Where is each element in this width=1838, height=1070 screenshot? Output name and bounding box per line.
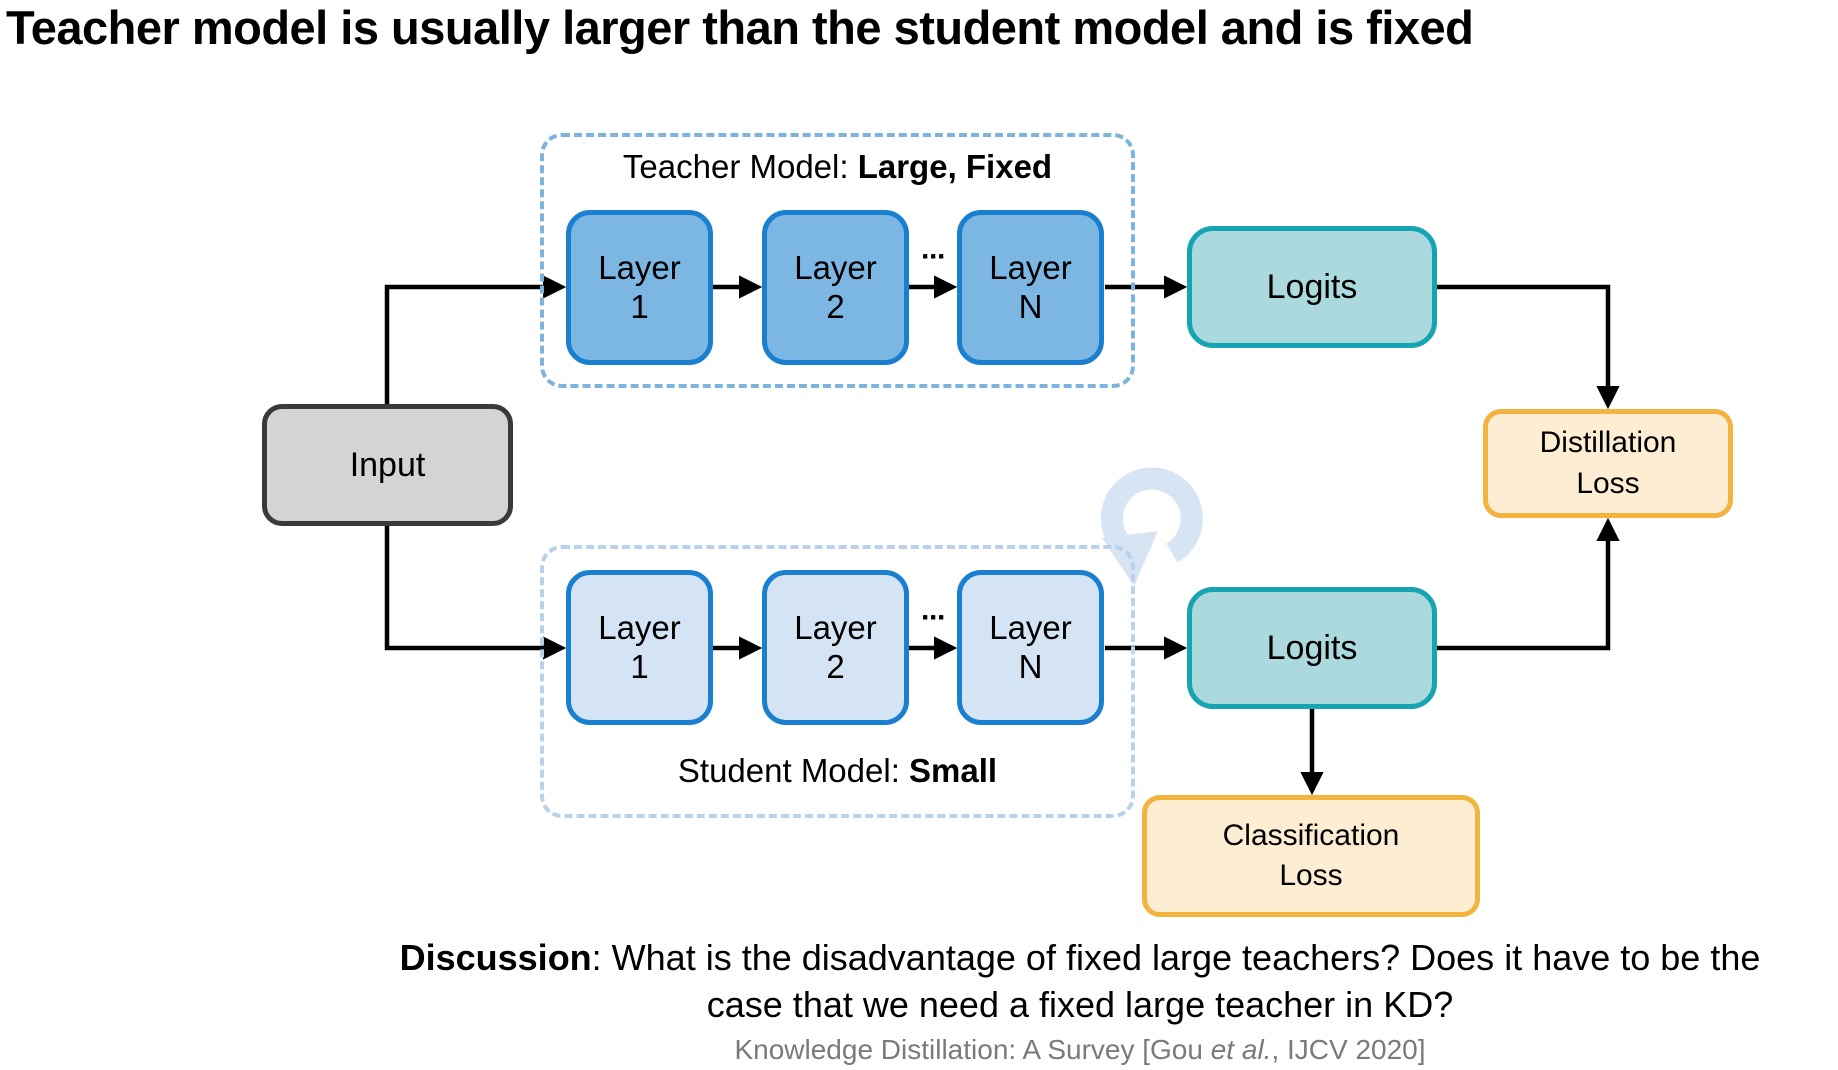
- teacher-model-title: Teacher Model: Large, Fixed: [540, 148, 1135, 186]
- discussion-line-1: Discussion: What is the disadvantage of …: [330, 934, 1830, 981]
- teacher-logits-label: Logits: [1266, 267, 1358, 306]
- citation-suffix: , IJCV 2020]: [1271, 1034, 1426, 1065]
- teacher-layer-N: Layer N: [957, 210, 1104, 365]
- classification-loss-line2: Loss: [1279, 859, 1343, 892]
- teacher-logits-node: Logits: [1187, 226, 1437, 348]
- distillation-loss-line2: Loss: [1576, 466, 1640, 500]
- student-ellipsis: ···: [921, 601, 947, 634]
- teacher-layer-2-label: Layer: [794, 248, 877, 286]
- student-layer-N-label: Layer: [989, 608, 1072, 646]
- distillation-loss-line1: Distillation: [1539, 426, 1677, 459]
- teacher-layer-2: Layer 2: [762, 210, 909, 365]
- teacher-layer-2-index: 2: [826, 287, 845, 325]
- student-layer-1-label: Layer: [598, 608, 681, 646]
- teacher-ellipsis: ···: [921, 240, 947, 273]
- arrow-input-to-teacher: [384, 275, 567, 404]
- input-label: Input: [349, 445, 426, 484]
- discussion-line-2: case that we need a fixed large teacher …: [706, 984, 1454, 1025]
- student-model-title-prefix: Student Model:: [677, 752, 910, 789]
- teacher-model-title-emphasis: Large, Fixed: [857, 148, 1053, 185]
- teacher-layer-1-index: 1: [630, 287, 649, 325]
- student-logits-label: Logits: [1266, 628, 1358, 667]
- classification-loss-line1: Classification: [1222, 818, 1400, 852]
- student-layer-1-index: 1: [630, 647, 649, 685]
- teacher-layer-N-label: Layer: [989, 248, 1072, 286]
- student-layer-N: Layer N: [957, 570, 1104, 725]
- slide-title: Teacher model is usually larger than the…: [6, 1, 1474, 54]
- teacher-layer-1-label: Layer: [598, 248, 681, 286]
- discussion-lead: Discussion: [399, 937, 592, 978]
- student-logits-node: Logits: [1187, 587, 1437, 709]
- citation-prefix: Knowledge Distillation: A Survey [Gou: [734, 1034, 1211, 1065]
- classification-loss-node: Classification Loss: [1142, 795, 1480, 917]
- student-layer-2: Layer 2: [762, 570, 909, 725]
- student-model-title: Student Model: Small: [540, 752, 1135, 790]
- discussion-line-1-rest: : What is the disadvantage of fixed larg…: [591, 937, 1761, 978]
- teacher-layer-1: Layer 1: [566, 210, 713, 365]
- distillation-loss-node: Distillation Loss: [1483, 409, 1733, 518]
- student-model-title-emphasis: Small: [909, 752, 998, 789]
- arrow-student-logits-to-distillation-loss: [1437, 517, 1620, 651]
- student-layer-N-index: N: [1018, 647, 1043, 685]
- student-model-group: [540, 545, 1135, 818]
- teacher-model-group: [540, 133, 1135, 388]
- student-layer-2-label: Layer: [794, 608, 877, 646]
- teacher-model-title-prefix: Teacher Model:: [622, 148, 858, 185]
- teacher-layer-N-index: N: [1018, 287, 1043, 325]
- citation: Knowledge Distillation: A Survey [Gou et…: [330, 1030, 1830, 1070]
- input-node: Input: [262, 404, 513, 526]
- student-layer-1: Layer 1: [566, 570, 713, 725]
- arrow-teacher-logits-to-distillation-loss: [1437, 284, 1620, 410]
- student-layer-2-index: 2: [826, 647, 845, 685]
- footer-block: Discussion: What is the disadvantage of …: [330, 934, 1830, 1070]
- arrow-input-to-student: [384, 526, 567, 660]
- citation-emphasis: et al.: [1210, 1034, 1272, 1065]
